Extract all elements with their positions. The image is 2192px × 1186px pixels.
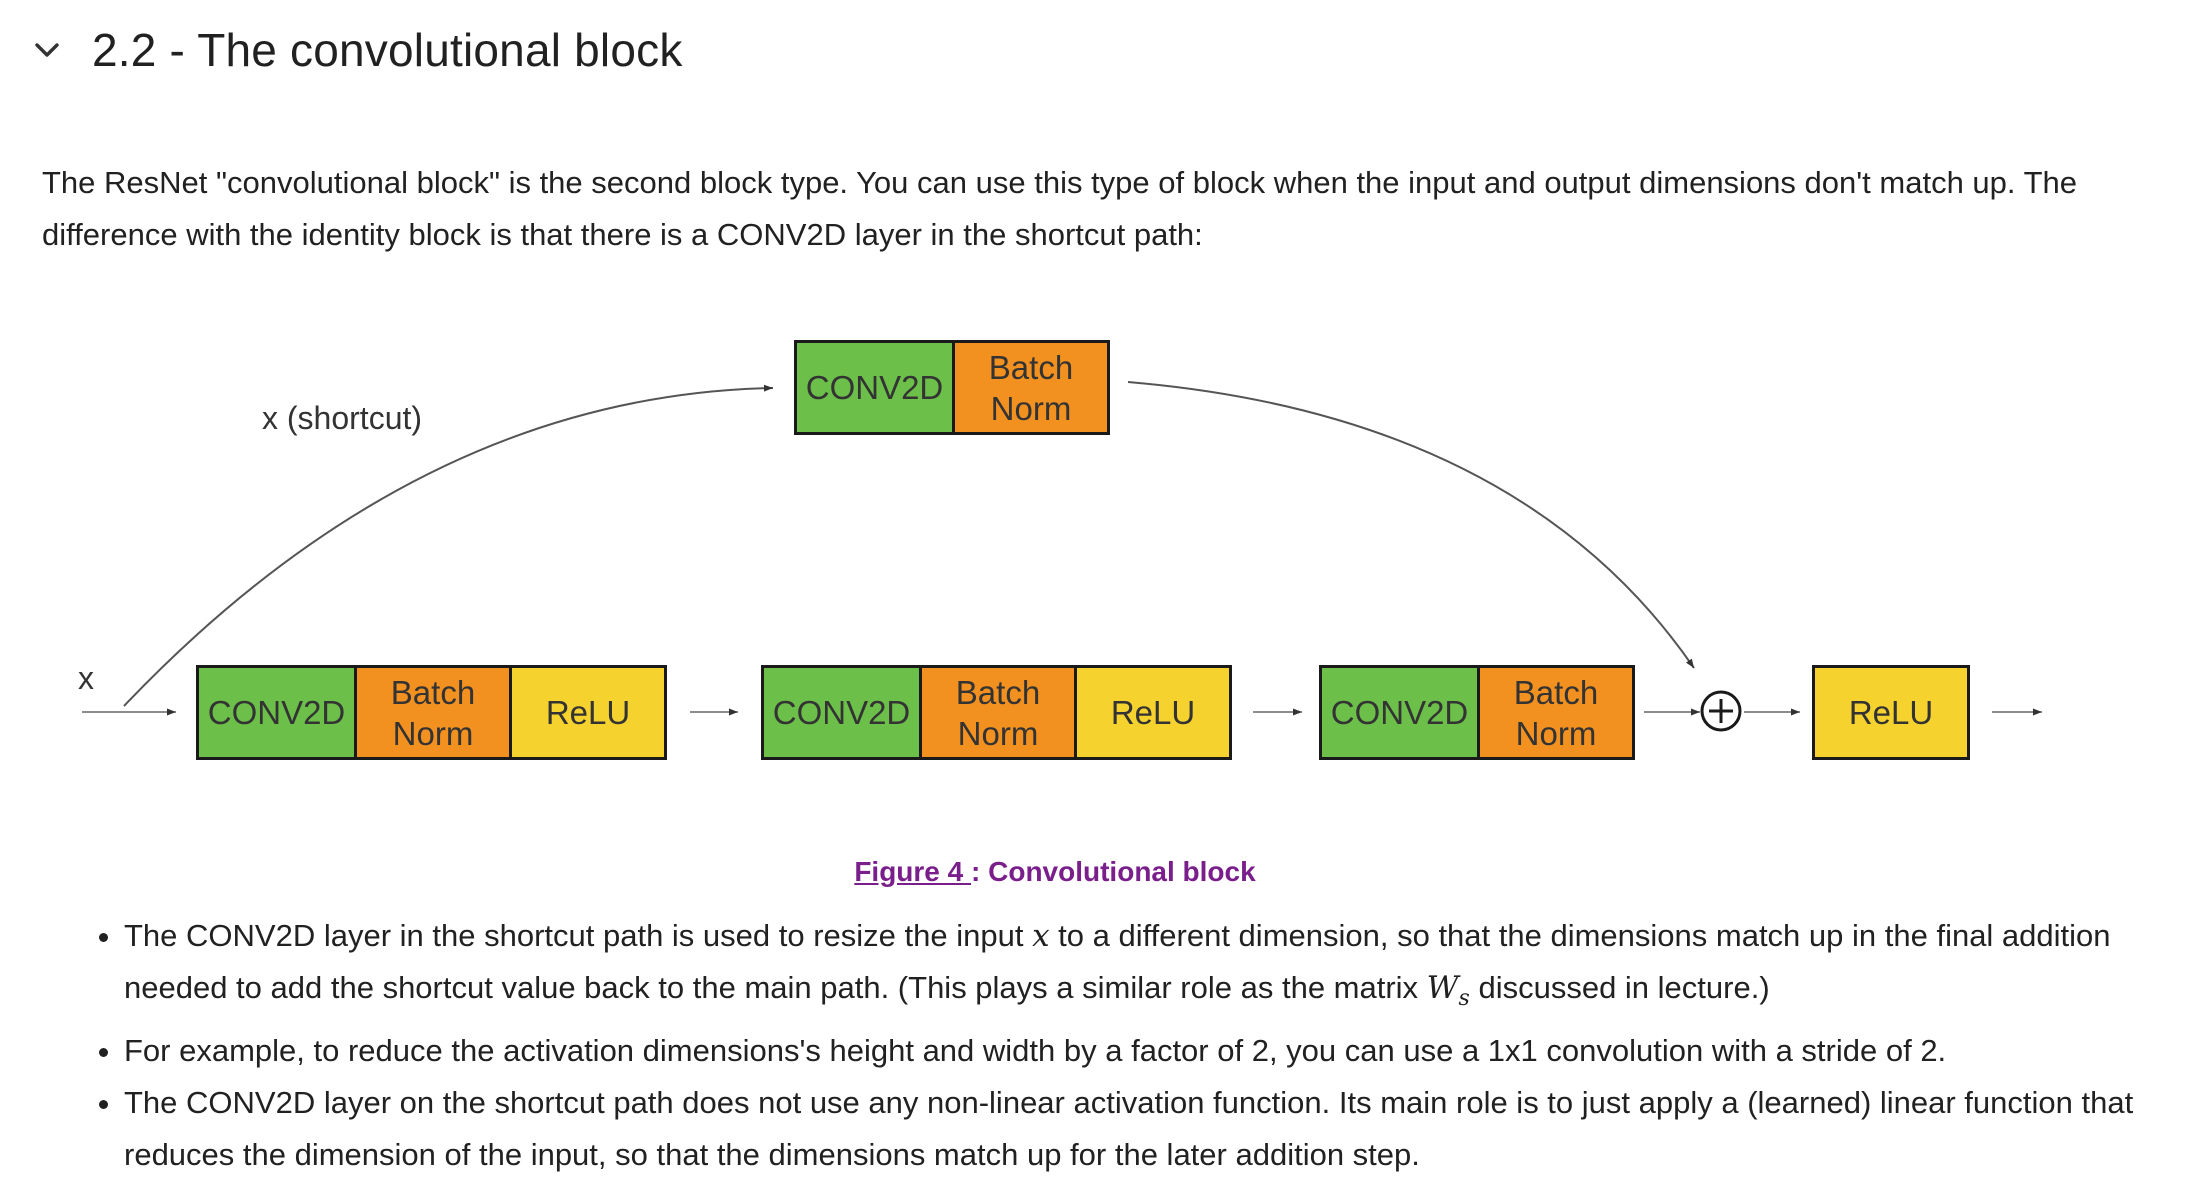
convolutional-block-diagram: x x (shortcut) CONV2D Batch Norm CONV2D … xyxy=(0,320,2192,820)
math-ws: Ws xyxy=(1426,970,1470,1012)
list-item: For example, to reduce the activation di… xyxy=(124,1025,2184,1077)
figure-caption: Figure 4 : Convolutional block xyxy=(0,856,2110,888)
relu-block-1: ReLU xyxy=(509,665,667,760)
section-title: 2.2 - The convolutional block xyxy=(92,24,683,76)
batchnorm-block-3: Batch Norm xyxy=(1477,665,1635,760)
math-x: x xyxy=(1032,918,1050,954)
list-item: The CONV2D layer in the shortcut path is… xyxy=(124,910,2184,1025)
add-icon xyxy=(1700,690,1742,732)
shortcut-curve-out xyxy=(1127,381,1695,669)
shortcut-conv2d-block: CONV2D xyxy=(794,340,955,435)
list-item: The CONV2D layer on the shortcut path do… xyxy=(124,1077,2184,1181)
caption-text: Convolutional block xyxy=(988,856,1256,887)
caption-separator: : xyxy=(971,856,989,887)
batchnorm-block-2: Batch Norm xyxy=(919,665,1077,760)
relu-block-2: ReLU xyxy=(1074,665,1232,760)
relu-block-final: ReLU xyxy=(1812,665,1970,760)
conv2d-block-1: CONV2D xyxy=(196,665,357,760)
section-header: 2.2 - The convolutional block xyxy=(30,18,683,82)
batchnorm-block-1: Batch Norm xyxy=(354,665,512,760)
diagram-connectors xyxy=(82,381,2042,732)
shortcut-label: x (shortcut) xyxy=(262,400,423,436)
bullet-list: The CONV2D layer in the shortcut path is… xyxy=(80,910,2184,1181)
chevron-down-icon[interactable] xyxy=(30,33,64,67)
shortcut-curve-in xyxy=(123,384,774,707)
figure-link[interactable]: Figure 4 xyxy=(854,856,972,887)
input-label: x xyxy=(78,660,94,696)
shortcut-batchnorm-block: Batch Norm xyxy=(952,340,1110,435)
conv2d-block-2: CONV2D xyxy=(761,665,922,760)
conv2d-block-3: CONV2D xyxy=(1319,665,1480,760)
intro-paragraph: The ResNet "convolutional block" is the … xyxy=(42,165,2077,252)
